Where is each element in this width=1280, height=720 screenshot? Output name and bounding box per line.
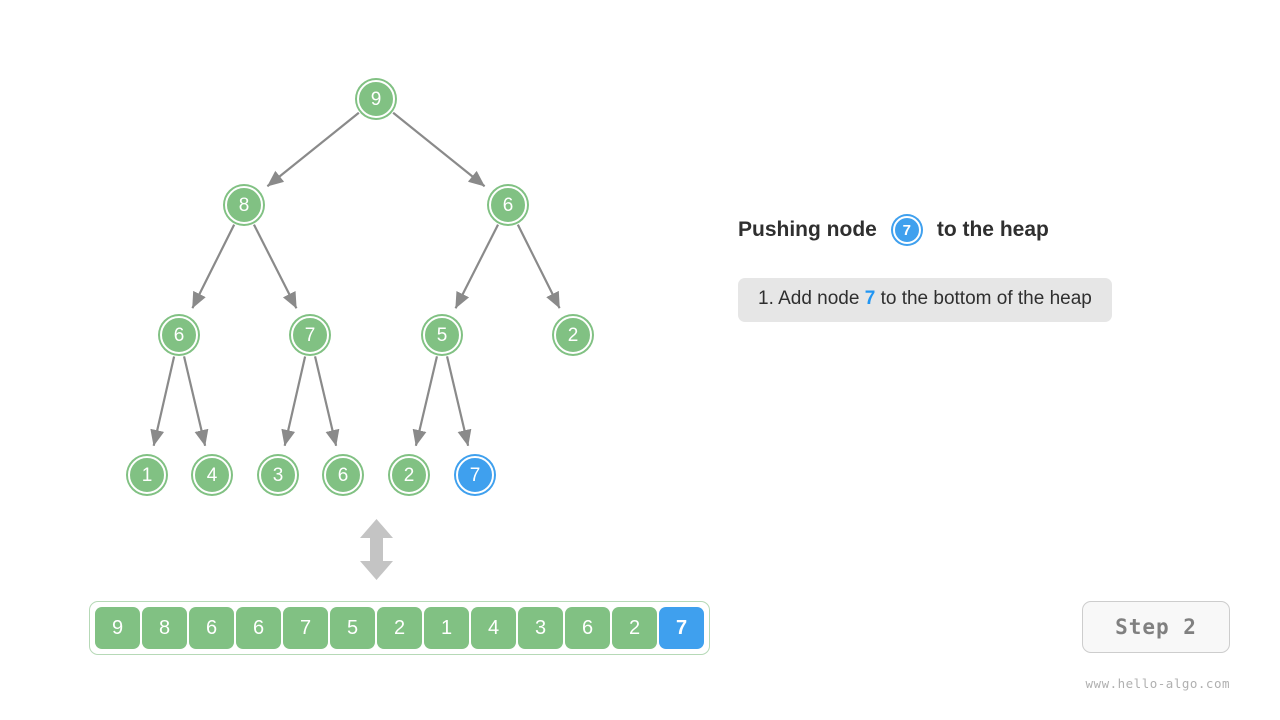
tree-node-value: 3: [272, 464, 284, 486]
array-cell-4: 7: [283, 607, 328, 649]
step-text-highlight: 7: [864, 288, 876, 309]
array-cell-5: 5: [330, 607, 375, 649]
tree-edge-3: [252, 224, 298, 309]
array-cell-value: 2: [628, 617, 641, 639]
array-cell-1: 8: [142, 607, 187, 649]
binary-heap-tree: 9 8 6 6 7 5 2 1 4 3 6 2 7: [0, 0, 720, 520]
array-cell-7: 1: [424, 607, 469, 649]
tree-edge-4: [454, 224, 500, 309]
tree-node-value: 2: [403, 464, 415, 486]
array-cell-value: 7: [299, 617, 312, 639]
tree-node-5: 5: [423, 316, 461, 354]
array-cell-6: 2: [377, 607, 422, 649]
tree-edge-8: [281, 356, 307, 447]
tree-node-12: 7: [456, 456, 494, 494]
step-button-label: Step 2: [1115, 615, 1197, 639]
array-cell-value: 5: [346, 617, 359, 639]
title-prefix: Pushing node: [738, 218, 877, 241]
tree-node-value: 4: [206, 464, 218, 486]
array-cell-value: 8: [158, 617, 171, 639]
heap-array: 9 8 6 6 7 5 2 1 4 3 6 2 7: [89, 601, 710, 655]
array-cell-value: 2: [393, 617, 406, 639]
array-cell-8: 4: [471, 607, 516, 649]
tree-edge-2: [191, 224, 236, 309]
array-cell-3: 6: [236, 607, 281, 649]
tree-node-3: 6: [160, 316, 198, 354]
array-cell-value: 6: [581, 617, 594, 639]
array-cell-value: 6: [205, 617, 218, 639]
tree-edge-11: [445, 356, 472, 447]
tree-node-4: 7: [291, 316, 329, 354]
title-node-badge: 7: [892, 216, 921, 244]
tree-edge-0: [266, 111, 360, 188]
tree-node-0: 9: [357, 80, 395, 118]
array-cell-value: 3: [534, 617, 547, 639]
tree-node-2: 6: [489, 186, 527, 224]
step-description-box: 1. Add node 7 to the bottom of the heap: [738, 278, 1112, 322]
array-cell-2: 6: [189, 607, 234, 649]
tree-node-value: 2: [567, 324, 579, 346]
tree-node-1: 8: [225, 186, 263, 224]
array-cell-value: 9: [111, 617, 124, 639]
array-cell-value: 6: [252, 617, 265, 639]
tree-node-value: 6: [173, 324, 185, 346]
tree-edge-9: [313, 356, 340, 447]
tree-edge-7: [182, 356, 209, 447]
array-cell-11: 2: [612, 607, 657, 649]
tree-node-11: 2: [390, 456, 428, 494]
array-cell-12: 7: [659, 607, 704, 649]
array-cell-value: 1: [440, 617, 453, 639]
tree-node-10: 6: [324, 456, 362, 494]
tree-node-8: 4: [193, 456, 231, 494]
tree-node-7: 1: [128, 456, 166, 494]
tree-edges: [150, 111, 561, 447]
array-cell-9: 3: [518, 607, 563, 649]
panel-title: Pushing node 7 to the heap: [738, 208, 1208, 252]
step-text-suffix: to the bottom of the heap: [880, 288, 1092, 309]
tree-node-value: 8: [238, 194, 250, 216]
watermark: www.hello-algo.com: [1085, 676, 1230, 691]
array-cell-0: 9: [95, 607, 140, 649]
double-headed-vertical-arrow-icon: [360, 519, 393, 580]
tree-edge-6: [150, 356, 176, 447]
array-cell-value: 7: [675, 617, 688, 639]
step-text-prefix: 1. Add node: [758, 288, 860, 309]
explanation-panel: Pushing node 7 to the heap 1. Add node 7…: [738, 208, 1208, 322]
array-cell-10: 6: [565, 607, 610, 649]
array-cell-value: 4: [487, 617, 500, 639]
tree-node-value: 1: [141, 464, 153, 486]
tree-edge-5: [516, 224, 561, 309]
tree-node-value: 6: [502, 194, 514, 216]
tree-node-value: 6: [337, 464, 349, 486]
tree-edge-10: [412, 356, 439, 447]
tree-node-value: 7: [469, 464, 481, 486]
tree-node-6: 2: [554, 316, 592, 354]
title-suffix: to the heap: [936, 218, 1049, 241]
tree-node-value: 5: [436, 324, 448, 346]
tree-node-value: 7: [304, 324, 316, 346]
step-button[interactable]: Step 2: [1082, 601, 1230, 653]
tree-node-value: 9: [370, 88, 382, 110]
tree-node-9: 3: [259, 456, 297, 494]
tree-edge-1: [392, 111, 486, 188]
